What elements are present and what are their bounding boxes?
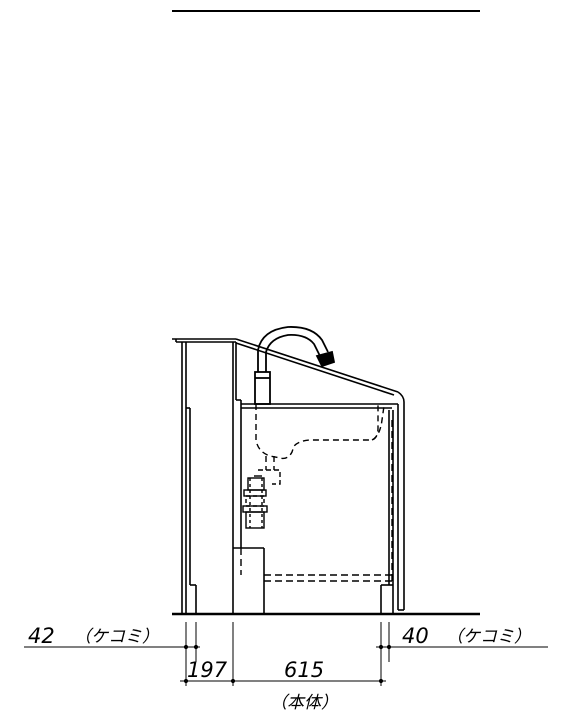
faucet: [254, 326, 336, 405]
counter-top: [235, 338, 405, 611]
dim-left-kick-value: 42: [28, 624, 55, 648]
dim-right-kick-value: 40: [402, 624, 429, 648]
drain-trap: [242, 469, 281, 529]
dim-right-kick-note: （ケコミ）: [446, 627, 531, 647]
dim-body-depth-note: （本体）: [270, 693, 338, 713]
lower-shelf: [240, 420, 393, 582]
cabinet-front-panel: [380, 410, 394, 614]
dim-left-depth-value: 197: [187, 658, 228, 682]
dim-left-kick-note: （ケコミ）: [74, 627, 159, 647]
basin-bowl: [255, 404, 385, 470]
dim-body-depth-value: 615: [284, 658, 324, 682]
cabinet-back-panel: [172, 338, 265, 614]
dimension-lines: [24, 622, 548, 686]
